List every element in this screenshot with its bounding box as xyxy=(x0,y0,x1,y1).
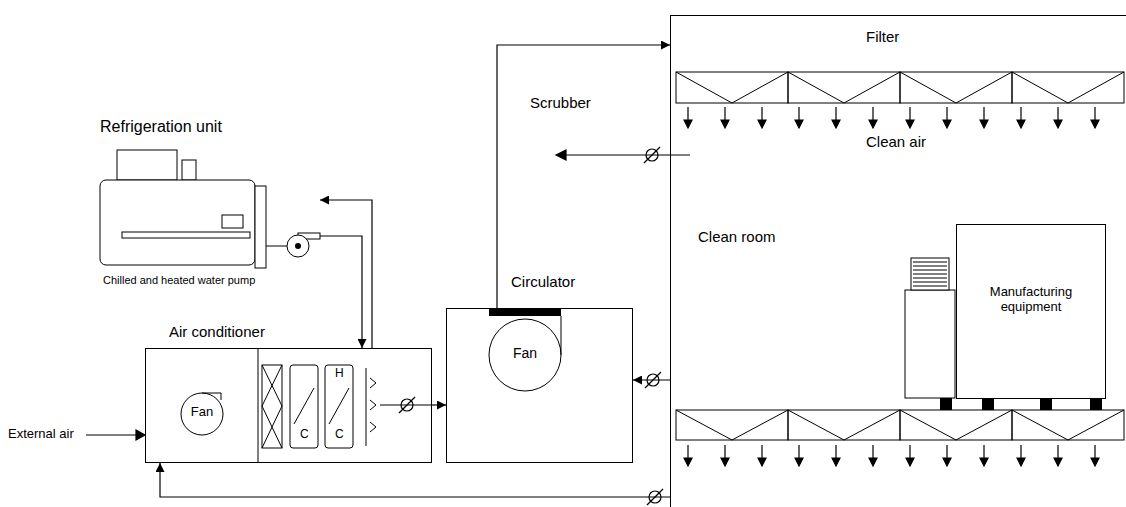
refrigeration-unit: Refrigeration unitChilled and heated wat… xyxy=(95,118,320,290)
airflow-arrows xyxy=(684,445,1099,466)
text-slot: Air conditioner xyxy=(169,323,265,340)
text-slot: Fan xyxy=(179,405,225,420)
equipment-unit xyxy=(905,290,955,398)
coil-letter: H xyxy=(335,367,344,381)
fan-label: Fan xyxy=(487,345,563,361)
unit-panel xyxy=(222,215,243,228)
box-title: Air conditioner xyxy=(169,323,265,340)
fan-outlet xyxy=(202,393,221,400)
external-air-inlet xyxy=(86,430,145,440)
label-slot: H xyxy=(335,367,344,381)
arrowhead xyxy=(136,430,145,440)
pump-base xyxy=(266,246,287,247)
equipment-vent xyxy=(911,258,949,290)
fan-label: Fan xyxy=(179,405,225,420)
pump-symbol xyxy=(287,235,309,257)
unit-small-box xyxy=(182,160,196,180)
flow-connector xyxy=(160,463,670,497)
part-label: Scrubber xyxy=(530,94,591,111)
filter-panel xyxy=(900,410,1012,440)
label-slot: Filter xyxy=(866,28,899,45)
filter-pleat xyxy=(262,365,282,448)
coil-symbol xyxy=(290,365,318,448)
filter-pleat xyxy=(676,72,1124,103)
unit-title: Refrigeration unit xyxy=(100,118,222,136)
filter-panel xyxy=(1012,72,1124,103)
part-label: Clean air xyxy=(866,133,926,150)
vent-slats xyxy=(913,262,947,286)
label-slot: C xyxy=(300,428,309,442)
filter-panel xyxy=(676,72,788,103)
divider xyxy=(258,349,259,462)
dampers xyxy=(399,147,663,505)
filter-panel xyxy=(900,72,1012,103)
coil-line xyxy=(294,388,314,424)
text-slot: Fan xyxy=(487,345,563,361)
damper-blade xyxy=(399,397,415,413)
flow-connector xyxy=(320,200,372,348)
clean-room-box: Clean roomManufacturing equipment xyxy=(670,15,1126,507)
air-conditioner-parts xyxy=(258,349,432,462)
filter-panel xyxy=(788,72,900,103)
part-label: Filter xyxy=(866,28,899,45)
unit-caption: Chilled and heated water pump xyxy=(103,274,255,287)
pump-hub xyxy=(295,243,301,249)
equipment-foot xyxy=(1040,398,1052,410)
shape-outline xyxy=(95,118,320,290)
unit-side-panel xyxy=(255,186,266,268)
fan-symbol: Fan xyxy=(487,309,563,395)
filter-panel xyxy=(1012,410,1124,440)
label-slot: C xyxy=(335,428,344,442)
coil-letter: C xyxy=(335,428,344,442)
room-title: Clean room xyxy=(698,228,776,245)
equipment-box: Manufacturing equipment xyxy=(956,224,1106,399)
equipment-parts xyxy=(905,258,1102,410)
filter-panel xyxy=(788,410,900,440)
filter-panel xyxy=(676,410,788,440)
unit-top-box xyxy=(117,150,177,180)
unit-body xyxy=(100,180,255,265)
coil-line xyxy=(329,388,349,424)
label-slot: Scrubber xyxy=(530,94,591,111)
text-slot: Refrigeration unit xyxy=(100,118,222,136)
fan-outlet xyxy=(561,316,562,355)
fan-symbol: Fan xyxy=(179,391,225,437)
flow-connector xyxy=(497,45,670,308)
filter-pleat xyxy=(676,410,1124,440)
equipment-foot xyxy=(982,398,994,410)
equipment-foot xyxy=(940,398,952,410)
equipment-foot xyxy=(1090,398,1102,410)
text-slot: Chilled and heated water pump xyxy=(103,274,255,287)
text-slot: Clean room xyxy=(698,228,776,245)
inlet-line xyxy=(86,434,137,435)
flow-connector xyxy=(432,404,446,405)
text-slot: Circulator xyxy=(511,273,575,290)
flow-connector xyxy=(320,236,362,348)
eliminator-symbol xyxy=(366,368,376,446)
exhaust-line xyxy=(565,154,690,155)
coil-symbol xyxy=(325,365,353,448)
arrowhead xyxy=(556,150,566,160)
flow-connector xyxy=(633,379,670,380)
circulator-box: CirculatorFan xyxy=(446,308,633,463)
label-slot: Clean air xyxy=(866,133,926,150)
equipment-label: Manufacturing equipment xyxy=(963,285,1099,315)
box-title: Circulator xyxy=(511,273,575,290)
label-slot: External air xyxy=(8,427,74,442)
coil-letter: C xyxy=(300,428,309,442)
unit-stripe xyxy=(122,232,250,238)
filter-symbol xyxy=(262,365,282,448)
inlet-label: External air xyxy=(8,427,74,442)
damper-blade xyxy=(644,147,660,163)
floor-filter xyxy=(676,410,1124,440)
air-conditioner-box: Air conditionerFan xyxy=(145,348,432,463)
text-slot: Manufacturing equipment xyxy=(963,285,1099,315)
ceiling-filter xyxy=(676,72,1124,103)
fan-outlet-flange xyxy=(489,309,561,316)
airflow-arrows xyxy=(684,107,1099,128)
